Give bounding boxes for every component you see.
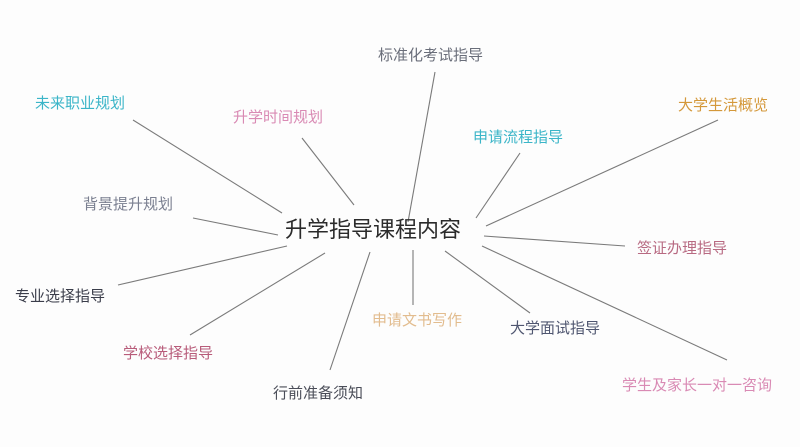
connector-line [407,71,436,223]
connector-line [329,251,371,371]
connector-line [475,152,521,219]
branch-standardized-test: 标准化考试指导 [378,46,484,64]
connector-line [444,250,531,314]
branch-major-selection: 专业选择指导 [15,287,106,305]
branch-one-on-one-consultation: 学生及家长一对一咨询 [622,376,773,394]
branch-interview: 大学面试指导 [510,319,601,337]
connector-line [301,137,355,206]
connector-line [117,245,288,286]
connector-line [189,252,326,336]
connector-line [485,119,719,227]
branch-timeline-planning: 升学时间规划 [233,108,324,126]
branch-school-selection: 学校选择指导 [123,344,214,362]
branch-pre-departure: 行前准备须知 [273,384,364,402]
branch-application-process: 申请流程指导 [473,128,564,146]
branch-college-life: 大学生活概览 [678,96,769,114]
branch-visa: 签证办理指导 [637,239,728,257]
connector-line [192,217,279,236]
connector-line [483,235,626,247]
connector-line [132,119,283,214]
branch-background-improvement: 背景提升规划 [83,195,174,213]
branch-career-planning: 未来职业规划 [35,94,126,112]
central-topic: 升学指导课程内容 [285,218,462,243]
branch-essay-writing: 申请文书写作 [372,311,463,329]
connector-line [481,245,728,361]
